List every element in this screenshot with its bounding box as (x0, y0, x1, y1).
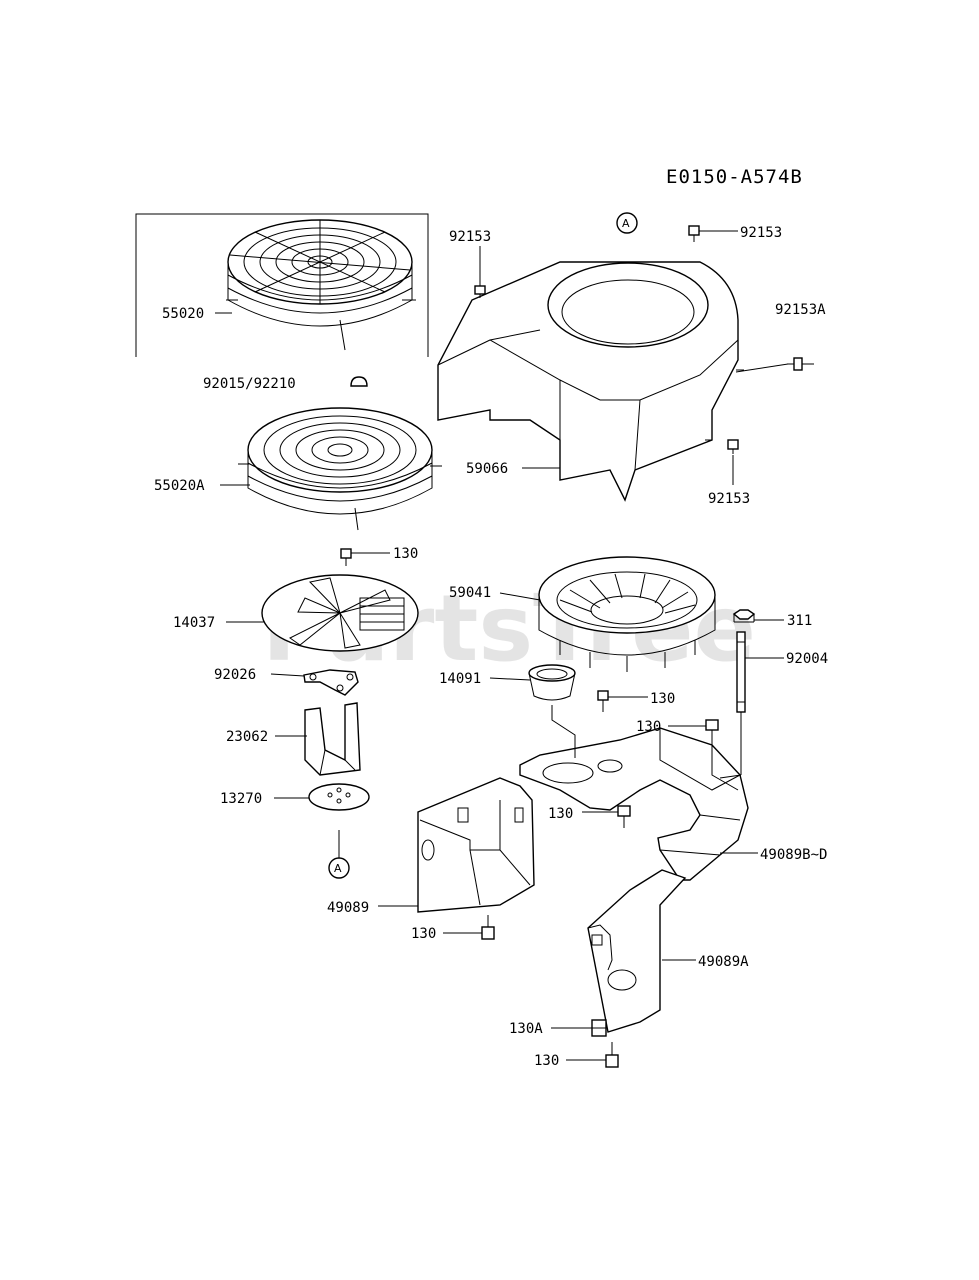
svg-text:A: A (334, 862, 342, 875)
label-55020a: 55020A (154, 478, 205, 494)
stud-92004[interactable] (736, 631, 746, 713)
svg-text:A: A (622, 217, 630, 230)
fan-guard-55020a[interactable] (238, 407, 442, 531)
label-49089a: 49089A (698, 954, 749, 970)
baffle-49089a[interactable] (587, 869, 687, 1033)
label-130: 130 (534, 1053, 559, 1069)
blower-housing-59066[interactable] (437, 261, 744, 502)
label-130: 130 (650, 691, 675, 707)
bolt-130-baffle-top[interactable] (705, 719, 719, 742)
bolt-130-screen[interactable] (340, 548, 352, 566)
rotating-screen-14037[interactable] (261, 574, 419, 652)
label-13270: 13270 (220, 791, 262, 807)
bolt-130-bottom[interactable] (605, 1042, 619, 1068)
label-130: 130 (636, 719, 661, 735)
label-49089: 49089 (327, 900, 369, 916)
label-14037: 14037 (173, 615, 215, 631)
label-92153a: 92153A (775, 302, 826, 318)
callout-a-top: A (616, 212, 638, 234)
label-92153: 92153 (449, 229, 491, 245)
label-92153: 92153 (740, 225, 782, 241)
diagram-code: E0150-A574B (666, 166, 803, 188)
callout-a-bottom: A (328, 830, 350, 879)
bolt-130a[interactable] (591, 1019, 607, 1037)
collar-14091[interactable] (528, 664, 576, 701)
label-49089b-d: 49089B~D (760, 847, 827, 863)
bolt-130-lower-left[interactable] (481, 915, 495, 940)
label-130: 130 (411, 926, 436, 942)
label-59041: 59041 (449, 585, 491, 601)
part-labels: 92153 92153 92153A 92153 55020 92015/922… (154, 225, 828, 1069)
nut-92015[interactable] (350, 376, 368, 387)
label-130: 130 (548, 806, 573, 822)
baffle-49089[interactable] (417, 777, 535, 913)
label-59066: 59066 (466, 461, 508, 477)
leader-lines (215, 230, 789, 1061)
disc-13270[interactable] (308, 783, 370, 811)
group-bracket (135, 213, 429, 357)
label-55020: 55020 (162, 306, 204, 322)
bolt-92153-right[interactable] (727, 439, 739, 454)
bolt-130-collar[interactable] (597, 690, 609, 712)
label-92015-92210: 92015/92210 (203, 376, 296, 392)
label-311: 311 (787, 613, 812, 629)
plate-92026[interactable] (303, 669, 359, 696)
baffle-49089b-d[interactable] (519, 727, 749, 881)
bolt-92153-top[interactable] (688, 225, 700, 242)
label-130: 130 (393, 546, 418, 562)
label-92026: 92026 (214, 667, 256, 683)
nut-311[interactable] (732, 609, 756, 623)
label-14091: 14091 (439, 671, 481, 687)
fan-guard-55020[interactable] (226, 219, 416, 351)
label-92004: 92004 (786, 651, 828, 667)
cooling-fan-59041[interactable] (538, 556, 716, 672)
label-23062: 23062 (226, 729, 268, 745)
label-92153: 92153 (708, 491, 750, 507)
bracket-23062[interactable] (304, 702, 361, 776)
bolt-130-baffle-mid[interactable] (617, 805, 631, 828)
label-130a: 130A (509, 1021, 543, 1037)
bolt-92153a[interactable] (787, 357, 814, 371)
